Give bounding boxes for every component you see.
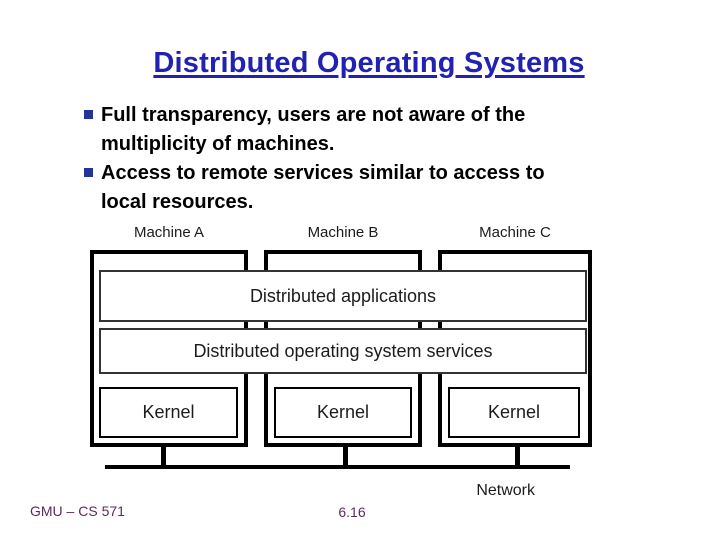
- footer-page-number: 6.16: [338, 504, 366, 520]
- network-label: Network: [476, 482, 535, 499]
- bullet-item: Full transparency, users are not aware o…: [84, 101, 594, 159]
- bullet-square-icon: [84, 168, 93, 177]
- kernel-a-label: Kernel: [142, 402, 195, 422]
- bullet-text: Access to remote services similar to acc…: [101, 162, 545, 213]
- network-connector-c: [515, 445, 520, 468]
- bullet-text: Full transparency, users are not aware o…: [101, 104, 526, 155]
- network-bus-line: [105, 465, 570, 469]
- network-connector-b: [343, 445, 348, 468]
- distributed-applications-label: Distributed applications: [249, 285, 437, 306]
- bullet-item: Access to remote services similar to acc…: [84, 159, 594, 217]
- machine-a-label: Machine A: [133, 224, 205, 241]
- distributed-os-services-box: Distributed operating system services: [99, 328, 587, 374]
- machine-b-label: Machine B: [307, 224, 379, 241]
- footer-course: GMU – CS 571: [30, 503, 125, 519]
- slide-title: Distributed Operating Systems: [153, 47, 585, 79]
- machine-c-label: Machine C: [479, 224, 551, 241]
- kernel-a-box: Kernel: [99, 387, 238, 438]
- kernel-b-box: Kernel: [274, 387, 412, 438]
- kernel-c-label: Kernel: [487, 402, 541, 422]
- bullet-list: Full transparency, users are not aware o…: [84, 101, 594, 217]
- bullet-square-icon: [84, 110, 93, 119]
- distributed-os-services-label: Distributed operating system services: [193, 340, 493, 361]
- kernel-c-box: Kernel: [448, 387, 580, 438]
- distributed-applications-box: Distributed applications: [99, 270, 587, 322]
- network-connector-a: [161, 445, 166, 468]
- kernel-b-label: Kernel: [316, 402, 370, 422]
